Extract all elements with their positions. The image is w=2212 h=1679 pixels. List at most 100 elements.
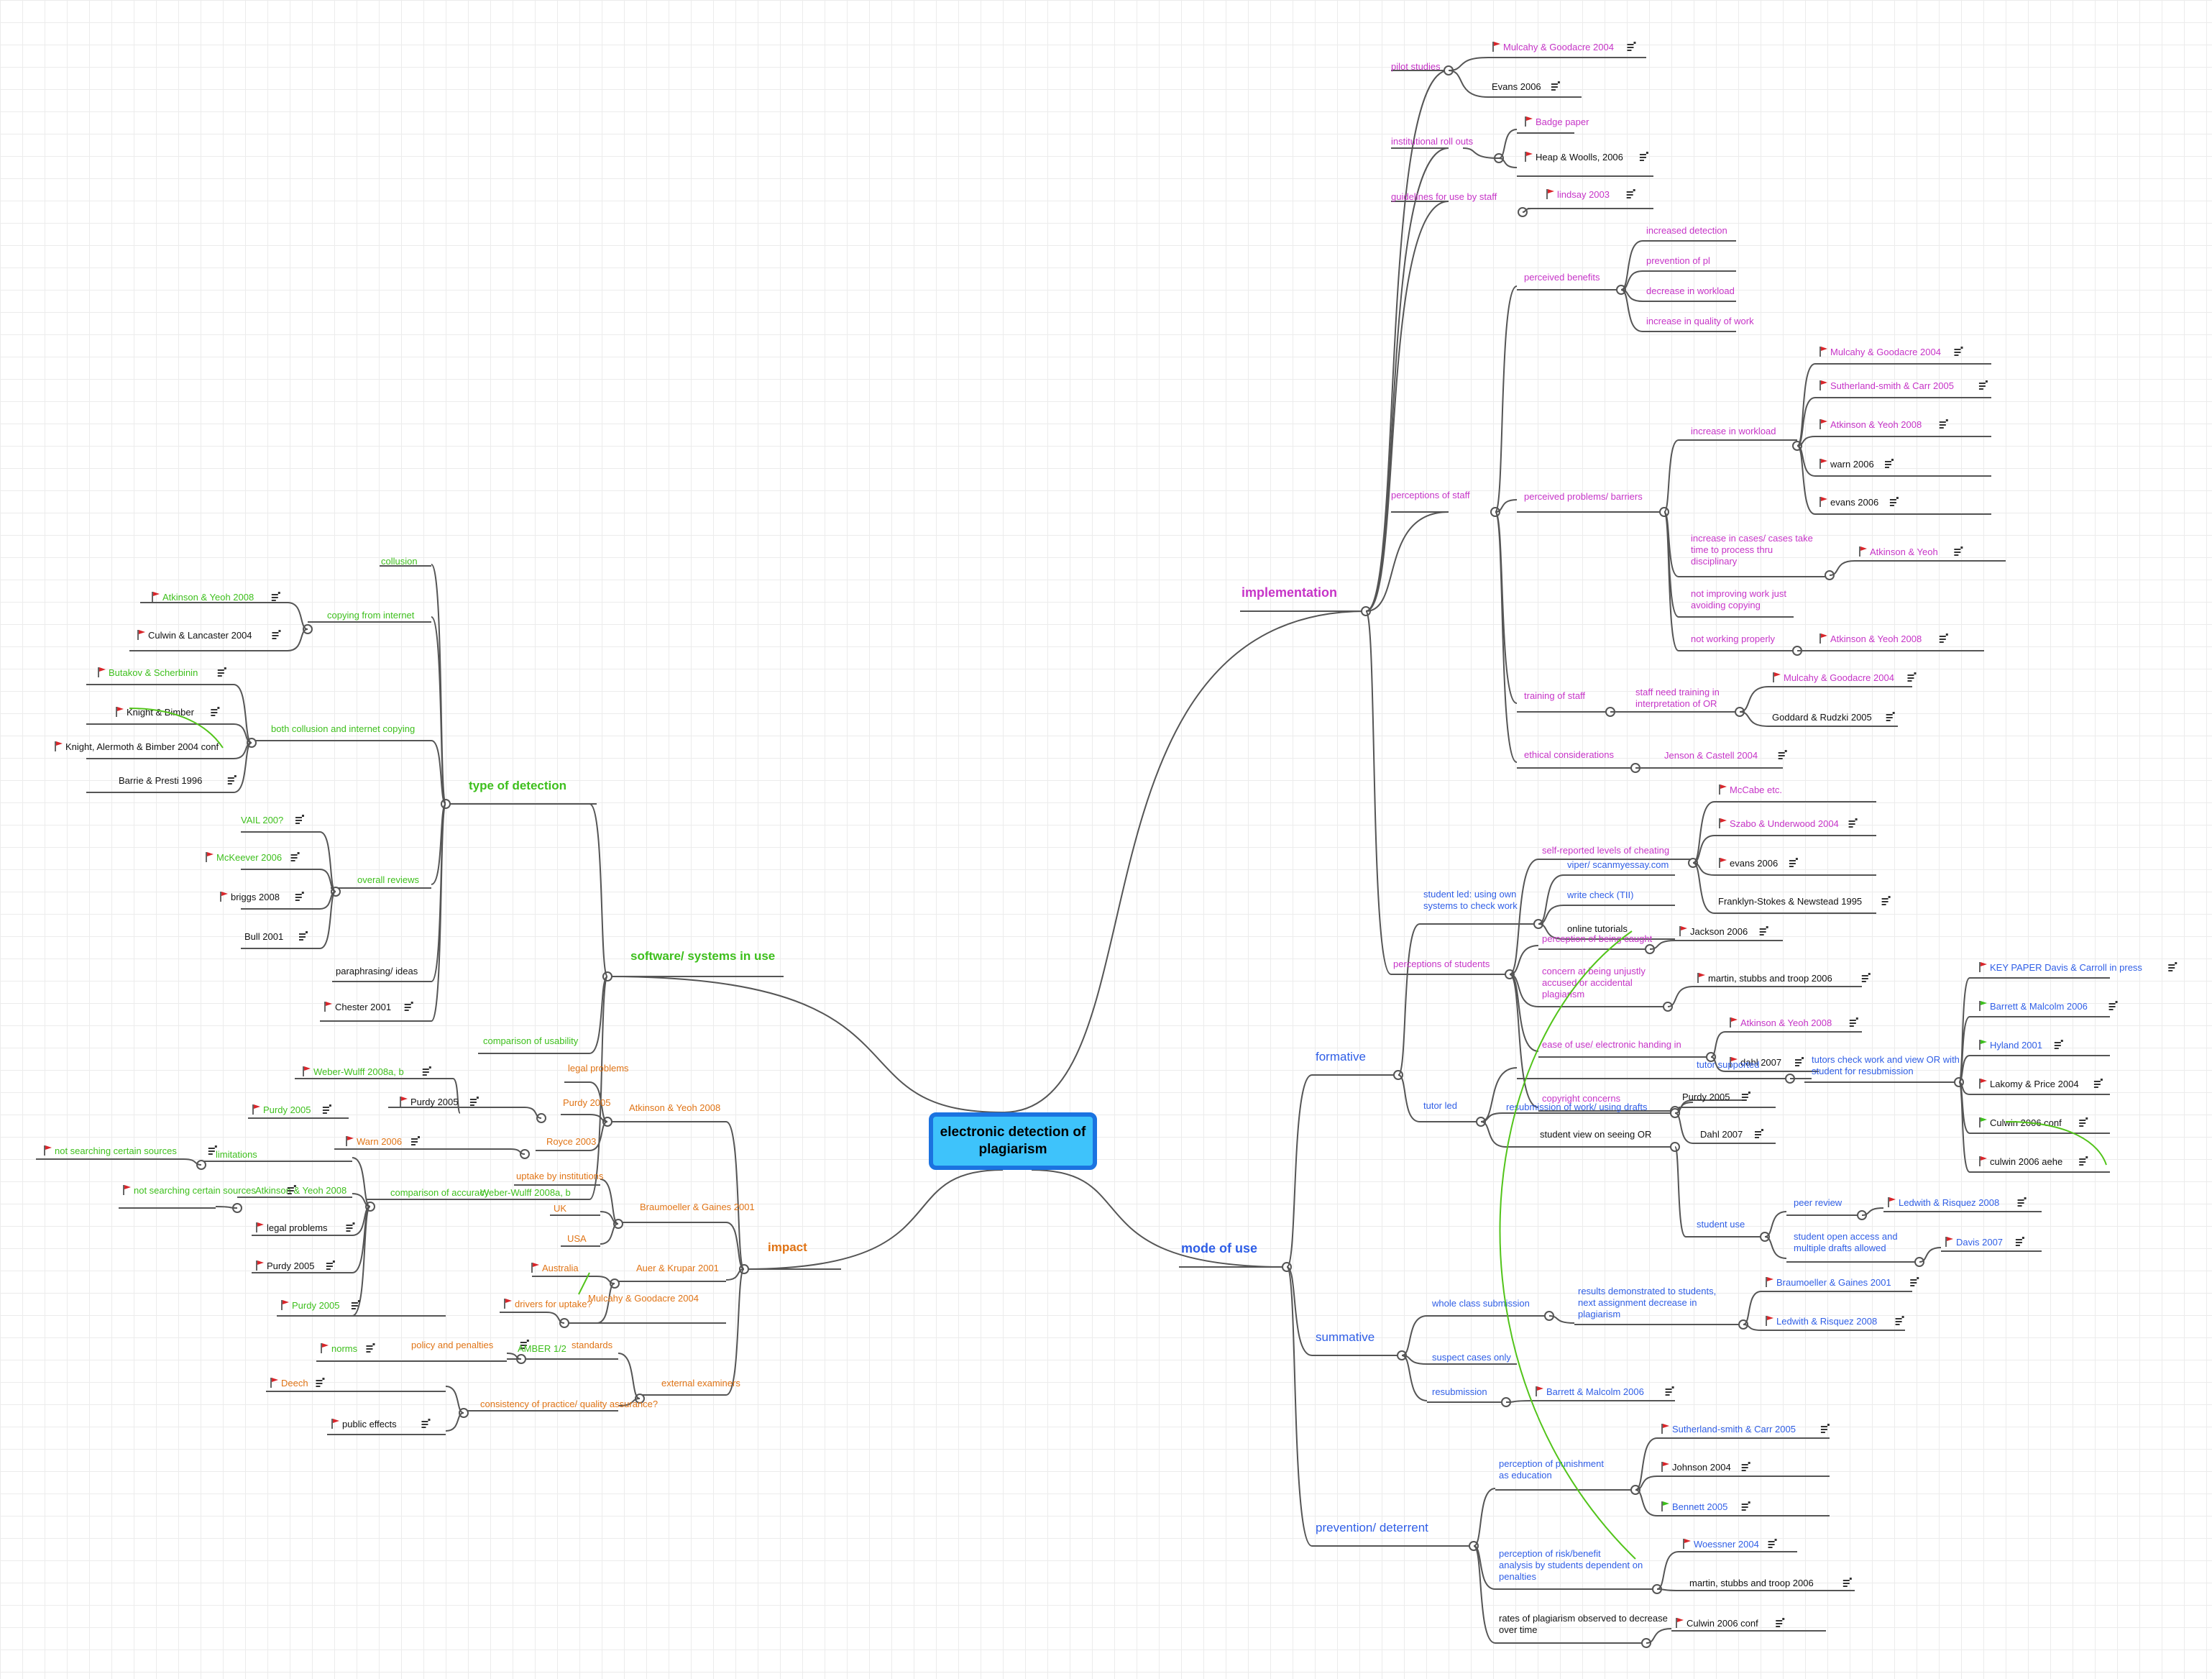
topic-112[interactable]: uptake by institutions (516, 1171, 604, 1181)
note-icon[interactable] (1768, 1539, 1777, 1548)
note-icon[interactable] (290, 852, 300, 861)
note-icon[interactable] (322, 1104, 331, 1114)
topic-108[interactable]: Purdy 2005 (292, 1300, 340, 1311)
topic-105[interactable]: Atkinson & Yeoh 2008 (255, 1185, 347, 1196)
topic-49[interactable]: write check (TII) (1566, 889, 1633, 900)
topic-25[interactable]: Atkinson & Yeoh 2008 (1830, 633, 1922, 644)
note-icon[interactable] (1755, 1129, 1764, 1138)
topic-117[interactable]: Mulcahy & Goodacre 2004 (588, 1293, 699, 1304)
topic-107[interactable]: Purdy 2005 (563, 1097, 611, 1108)
note-icon[interactable] (2054, 1040, 2063, 1049)
topic-0[interactable]: pilot studies (1391, 61, 1441, 72)
topic-74[interactable]: Barrett & Malcolm 2006 (1546, 1386, 1644, 1397)
topic-120[interactable]: standards (572, 1340, 613, 1350)
note-icon[interactable] (1741, 1501, 1750, 1511)
topic-26[interactable]: training of staff (1524, 690, 1585, 701)
topic-9[interactable]: increased detection (1646, 225, 1727, 236)
note-icon[interactable] (208, 1145, 217, 1155)
topic-1[interactable]: Mulcahy & Goodacre 2004 (1503, 42, 1614, 52)
central-topic[interactable]: electronic detection of plagiarism (929, 1112, 1097, 1170)
note-icon[interactable] (411, 1136, 421, 1145)
topic-83[interactable]: Culwin 2006 conf (1686, 1618, 1758, 1629)
topic-67[interactable]: Davis 2007 (1956, 1237, 2003, 1248)
topic-12[interactable]: increase in quality of work (1646, 316, 1754, 326)
topic-20[interactable]: evans 2006 (1830, 497, 1878, 508)
topic-62[interactable]: student view on seeing OR (1540, 1129, 1651, 1140)
topic-31[interactable]: Jenson & Castell 2004 (1664, 750, 1758, 761)
topic-77[interactable]: Johnson 2004 (1672, 1462, 1731, 1473)
topic-68[interactable]: whole class submission (1431, 1298, 1530, 1309)
note-icon[interactable] (1741, 1092, 1750, 1101)
topic-86[interactable]: Atkinson & Yeoh 2008 (162, 592, 254, 603)
note-icon[interactable] (1795, 1057, 1804, 1066)
topic-93[interactable]: overall reviews (357, 874, 419, 885)
topic-52[interactable]: tutor supported (1697, 1059, 1759, 1070)
topic-106[interactable]: legal problems (568, 1063, 629, 1074)
topic-36[interactable]: Franklyn-Stokes & Newstead 1995 (1718, 896, 1862, 907)
note-icon[interactable] (1907, 672, 1917, 682)
note-icon[interactable] (1885, 459, 1894, 468)
topic-63[interactable]: student use (1697, 1219, 1745, 1230)
topic-7[interactable]: lindsay 2003 (1557, 189, 1610, 200)
topic-19[interactable]: warn 2006 (1830, 459, 1874, 470)
topic-30[interactable]: ethical considerations (1524, 749, 1615, 760)
topic-76[interactable]: Sutherland-smith & Carr 2005 (1672, 1424, 1796, 1435)
topic-115[interactable]: Auer & Krupar 2001 (636, 1263, 719, 1273)
topic-type-of-detection[interactable]: type of detection (469, 779, 566, 792)
topic-125[interactable]: Deech (281, 1378, 308, 1389)
topic-107[interactable]: Purdy 2005 (263, 1104, 311, 1115)
note-icon[interactable] (1978, 380, 1988, 390)
topic-55[interactable]: Barrett & Malcolm 2006 (1990, 1001, 2088, 1012)
topic-39[interactable]: Jackson 2006 (1690, 926, 1748, 937)
note-icon[interactable] (1889, 497, 1899, 506)
topic-22[interactable]: Atkinson & Yeoh (1870, 546, 1938, 557)
topic-126[interactable]: public effects (342, 1419, 397, 1429)
topic-software[interactable]: software/ systems in use (630, 949, 775, 963)
topic-45[interactable]: copyright concerns (1542, 1093, 1621, 1104)
note-icon[interactable] (211, 707, 220, 716)
topic-2[interactable]: Evans 2006 (1492, 81, 1541, 92)
note-icon[interactable] (1778, 750, 1787, 759)
note-icon[interactable] (2017, 1197, 2027, 1207)
note-icon[interactable] (1910, 1277, 1919, 1286)
topic-80[interactable]: Woessner 2004 (1694, 1539, 1759, 1550)
topic-72[interactable]: suspect cases only (1432, 1352, 1511, 1363)
topic-109[interactable]: Royce 2003 (546, 1136, 596, 1147)
topic-32[interactable]: self-reported levels of cheating (1542, 845, 1669, 856)
topic-35[interactable]: evans 2006 (1730, 858, 1778, 869)
note-icon[interactable] (1551, 81, 1560, 91)
topic-124[interactable]: consistency of practice/ quality assuran… (480, 1399, 658, 1409)
topic-113[interactable]: UK (554, 1203, 566, 1214)
topic-46[interactable]: Purdy 2005 (1682, 1092, 1730, 1102)
topic-3[interactable]: institutional roll outs (1391, 136, 1474, 147)
topic-48[interactable]: viper/ scanmyessay.com (1567, 859, 1669, 870)
topic-formative[interactable]: formative (1316, 1050, 1366, 1063)
topic-85[interactable]: copying from internet (327, 610, 415, 621)
note-icon[interactable] (287, 1185, 296, 1194)
note-icon[interactable] (1886, 712, 1895, 721)
topic-104[interactable]: not searching certain sources (55, 1145, 177, 1156)
note-icon[interactable] (2108, 1001, 2118, 1010)
note-icon[interactable] (1776, 1618, 1785, 1627)
topic-41[interactable]: martin, stubbs and troop 2006 (1708, 973, 1832, 984)
topic-107[interactable]: Purdy 2005 (267, 1261, 315, 1271)
topic-81[interactable]: martin, stubbs and troop 2006 (1689, 1578, 1814, 1588)
topic-95[interactable]: McKeever 2006 (216, 852, 282, 863)
topic-10[interactable]: prevention of pl (1646, 255, 1710, 266)
topic-65[interactable]: Ledwith & Risquez 2008 (1899, 1197, 1999, 1208)
note-icon[interactable] (1939, 633, 1948, 643)
topic-33[interactable]: McCabe etc. (1730, 784, 1782, 795)
note-icon[interactable] (1881, 896, 1891, 905)
topic-50[interactable]: online tutorials (1567, 923, 1628, 934)
topic-110[interactable]: Warn 2006 (357, 1136, 402, 1147)
topic-99[interactable]: Chester 2001 (335, 1002, 391, 1012)
topic-101[interactable]: Weber-Wulff 2008a, b (313, 1066, 404, 1077)
topic-119[interactable]: external examiners (661, 1378, 740, 1389)
topic-51[interactable]: tutor led (1423, 1100, 1457, 1111)
topic-6[interactable]: guidelines for use by staff (1391, 191, 1497, 202)
topic-88[interactable]: both collusion and internet copying (271, 723, 415, 734)
note-icon[interactable] (295, 892, 304, 901)
note-icon[interactable] (227, 775, 237, 784)
topic-101[interactable]: Weber-Wulff 2008a, b (480, 1187, 571, 1198)
